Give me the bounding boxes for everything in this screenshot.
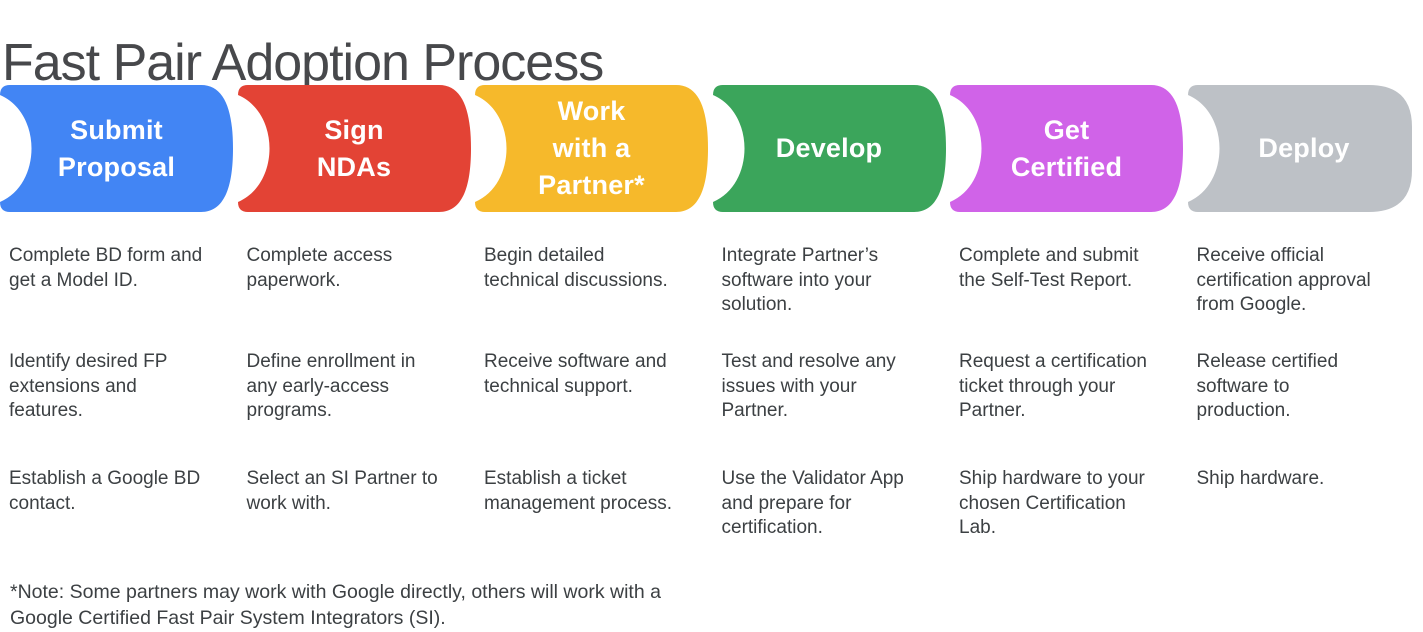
stage-label-line: Proposal: [57, 151, 176, 182]
step-text: Establish a ticket management process.: [484, 468, 672, 514]
stage-chevron-shape: [712, 85, 946, 212]
step-text: Ship hardware.: [1196, 468, 1325, 489]
step-text: Define enrollment in any early-access pr…: [246, 351, 416, 421]
stage-label-line: Certified: [1010, 151, 1123, 182]
step-text: Test and resolve any issues with your Pa…: [721, 351, 896, 421]
step-text: Complete and submit the Self-Test Report…: [959, 245, 1139, 291]
step-text: Complete access paperwork.: [246, 245, 393, 291]
stage-shape-path: [237, 85, 471, 212]
step-text: Ship hardware to your chosen Certificati…: [959, 468, 1145, 538]
step-text: Request a certification ticket through y…: [959, 351, 1147, 421]
process-stage: Deploy: [1187, 85, 1421, 212]
stage-shape-path: [712, 85, 946, 212]
stage-label: Work with a Partner*: [475, 85, 708, 212]
stage-shape-path: [1187, 85, 1412, 212]
stage-chevron-shape: [0, 85, 233, 212]
stage-label: Develop: [713, 85, 946, 212]
step-text: Identify desired FP extensions and featu…: [9, 351, 168, 421]
stage-label-line: Develop: [775, 133, 883, 163]
stage-chevron-shape: [1187, 85, 1412, 212]
step-text: Integrate Partner’s software into your s…: [721, 245, 879, 315]
stage-chevron-shape: [237, 85, 471, 212]
stage-shape-path: [475, 85, 708, 212]
stage-label-line: Submit: [70, 114, 163, 145]
step-text: Release certified software to production…: [1196, 351, 1339, 421]
step-text: Receive official certification approval …: [1196, 245, 1371, 315]
stage-label-line: Work: [557, 96, 626, 126]
stage-label-line: NDAs: [316, 151, 392, 182]
stage-shape-path: [950, 85, 1183, 212]
stage-label: Deploy: [1188, 85, 1421, 212]
process-stage: Work with a Partner*: [475, 85, 708, 212]
stage-label-line: Get: [1043, 114, 1090, 145]
stage-label-line: Sign: [324, 114, 384, 145]
stage-chevron-shape: [950, 85, 1183, 212]
stage-label-line: with a: [552, 133, 631, 163]
stage-label-line: Deploy: [1258, 133, 1350, 163]
page-title: Fast Pair Adoption Process: [2, 33, 604, 92]
step-text: Complete BD form and get a Model ID.: [9, 245, 203, 291]
stage-shape-path: [0, 85, 233, 212]
step-text: Establish a Google BD contact.: [9, 468, 201, 514]
stage-chevron-shape: [475, 85, 708, 212]
step-text: Use the Validator App and prepare for ce…: [721, 468, 904, 538]
step-text: Select an SI Partner to work with.: [246, 468, 438, 514]
step-text: Begin detailed technical discussions.: [484, 245, 668, 291]
process-stage: Develop: [712, 85, 946, 212]
step-text: Receive software and technical support.: [484, 351, 667, 397]
footnote: *Note: Some partners may work with Googl…: [10, 581, 661, 629]
stage-label-line: Partner*: [538, 170, 645, 200]
